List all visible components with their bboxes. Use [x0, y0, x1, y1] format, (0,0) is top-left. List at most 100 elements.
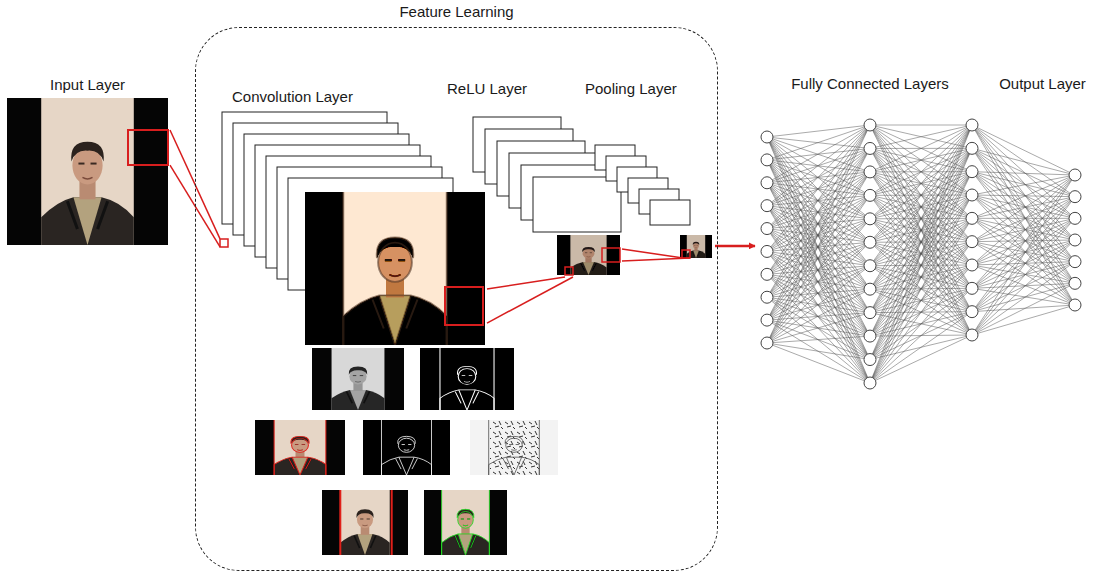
- network-wire: [767, 160, 870, 172]
- neuron: [761, 177, 773, 189]
- neuron: [761, 337, 773, 349]
- network-wire: [972, 148, 1075, 261]
- neuron: [966, 282, 978, 294]
- edge-lines: [489, 420, 540, 475]
- neuron: [761, 268, 773, 280]
- dark-ground: [363, 420, 450, 475]
- zoom-connector: [487, 277, 573, 323]
- layer-label: Feature Learning: [399, 3, 513, 21]
- network-wire: [767, 172, 870, 343]
- network-wire: [972, 197, 1075, 242]
- feature-map-edges: [343, 192, 447, 345]
- network-wire: [767, 297, 870, 336]
- feature-map-image: [680, 235, 712, 258]
- network-wire: [972, 197, 1075, 289]
- network-wire: [767, 125, 870, 320]
- boundary-lines: [340, 490, 391, 555]
- feature-map-image: [557, 235, 620, 275]
- neuron: [761, 291, 773, 303]
- network-wire: [870, 125, 972, 148]
- network-wire: [972, 218, 1075, 265]
- network-wire: [870, 125, 972, 172]
- network-wire: [767, 195, 870, 343]
- network-wire: [972, 197, 1075, 219]
- neuron: [864, 330, 876, 342]
- network-wire: [972, 242, 1075, 284]
- zoom-target: [682, 250, 690, 258]
- network-wire: [767, 320, 870, 383]
- neuron: [864, 142, 876, 154]
- neuron: [761, 314, 773, 326]
- neuron: [966, 306, 978, 318]
- contour-lines: [274, 420, 326, 475]
- network-wire: [767, 251, 870, 265]
- feature-learning-group: Feature LearningConvolution LayerReLU La…: [195, 3, 718, 571]
- layer-label: Pooling Layer: [585, 80, 677, 98]
- connector-line: [715, 245, 755, 248]
- layer-label: Fully Connected Layers: [791, 75, 949, 93]
- network-wire: [972, 197, 1075, 335]
- network-wire: [972, 242, 1075, 305]
- zoom-target: [220, 239, 228, 247]
- neuron: [864, 166, 876, 178]
- network-wire: [767, 160, 870, 242]
- label-row: Output Layer: [990, 75, 1095, 93]
- label-row: Feature Learning: [195, 3, 718, 21]
- network-wire: [972, 218, 1075, 335]
- network-wire: [767, 183, 870, 336]
- network-wire: [870, 125, 972, 289]
- neuron: [761, 131, 773, 143]
- dark-ground: [420, 348, 514, 410]
- neuron: [864, 354, 876, 366]
- network-wire: [972, 148, 1075, 196]
- neuron: [864, 119, 876, 131]
- pooling-stack: [595, 145, 690, 225]
- feature-map-sheet: [650, 200, 690, 225]
- network-wire: [767, 125, 870, 137]
- pooling-feature-map: [680, 235, 712, 258]
- neuron: [1069, 256, 1081, 268]
- convolution-feature-map: [220, 192, 485, 345]
- network-wire: [972, 262, 1075, 312]
- network-wire: [767, 297, 870, 359]
- network-wire: [972, 240, 1075, 312]
- network-wire: [972, 195, 1075, 305]
- neuron: [864, 377, 876, 389]
- neuron: [966, 142, 978, 154]
- neural-network: [761, 119, 1081, 389]
- neuron: [864, 236, 876, 248]
- network-wire: [972, 172, 1075, 305]
- output-layer: Output Layer: [990, 75, 1095, 315]
- network-wire: [972, 283, 1075, 335]
- face-photo: [255, 420, 345, 475]
- boundary-output: [322, 490, 408, 555]
- network-wire: [870, 335, 972, 383]
- neuron: [966, 329, 978, 341]
- network-wire: [972, 125, 1075, 197]
- face-photo: [322, 490, 408, 555]
- network-wire: [972, 240, 1075, 265]
- network-wire: [870, 125, 972, 336]
- network-wire: [767, 242, 870, 343]
- neuron: [864, 189, 876, 201]
- neuron: [1069, 299, 1081, 311]
- network-wire: [767, 229, 870, 337]
- noise-texture: [490, 420, 540, 475]
- neuron: [1069, 234, 1081, 246]
- network-wire: [972, 218, 1075, 311]
- label-row: Convolution Layer: [220, 88, 487, 106]
- network-wire: [870, 288, 972, 383]
- pooling-layer: Pooling Layer: [583, 80, 715, 258]
- dashed-frame: [195, 27, 718, 571]
- network-wire: [870, 242, 972, 383]
- neuron: [966, 119, 978, 131]
- network-wire: [767, 229, 870, 313]
- connector-line: [622, 249, 683, 258]
- network-wire: [870, 125, 972, 266]
- network-wire: [870, 125, 972, 219]
- contour-output: [255, 420, 345, 475]
- green-overlay: [442, 490, 490, 555]
- label-row: Pooling Layer: [583, 80, 715, 98]
- neuron: [1069, 212, 1081, 224]
- light-ground: [470, 420, 558, 475]
